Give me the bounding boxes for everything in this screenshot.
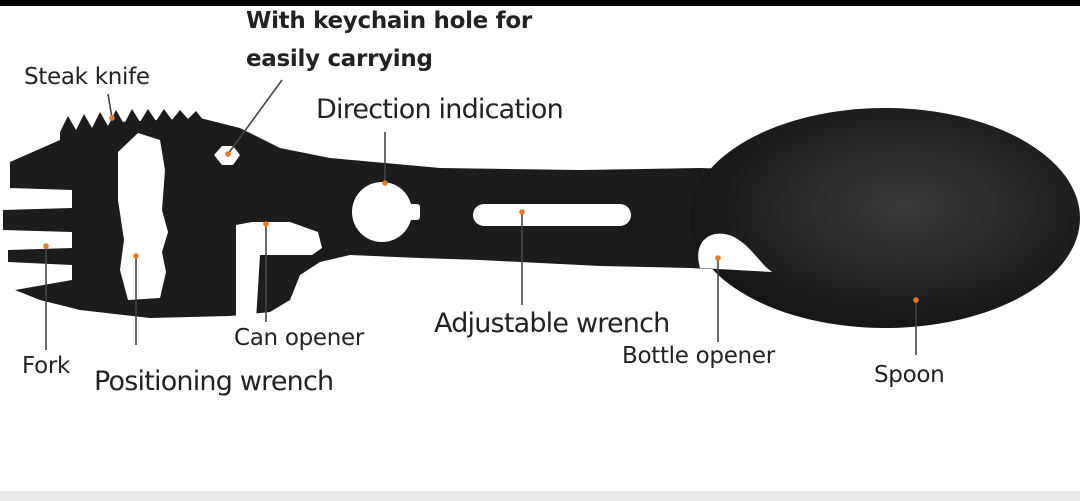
spoon-bowl <box>690 108 1080 328</box>
label-can-opener: Can opener <box>234 325 365 351</box>
label-steak-knife: Steak knife <box>24 64 150 90</box>
label-bottle-opener: Bottle opener <box>622 343 775 369</box>
label-direction-indication: Direction indication <box>316 94 564 125</box>
marker-dots <box>43 115 919 303</box>
cutouts <box>118 133 772 320</box>
leader-keychain <box>227 79 283 155</box>
bottom-border <box>0 491 1080 501</box>
direction-spikes <box>331 160 368 243</box>
top-border <box>0 0 1080 6</box>
label-fork: Fork <box>22 353 71 379</box>
label-keychain-line1: With keychain hole for <box>246 8 532 34</box>
can-opener-slot <box>236 222 322 320</box>
leader-lines <box>45 79 917 355</box>
positioning-wrench-slot <box>118 133 168 300</box>
direction-circle <box>352 182 412 242</box>
label-positioning-wrench: Positioning wrench <box>94 366 334 397</box>
leader-steak-knife <box>107 93 113 119</box>
label-keychain-line2: easily carrying <box>246 46 433 72</box>
label-spoon: Spoon <box>874 362 945 388</box>
bottle-opener-notch <box>698 233 772 272</box>
steak-knife-teeth <box>60 109 204 140</box>
label-adjustable-wrench: Adjustable wrench <box>434 308 670 339</box>
adjustable-wrench-slot <box>473 204 631 226</box>
